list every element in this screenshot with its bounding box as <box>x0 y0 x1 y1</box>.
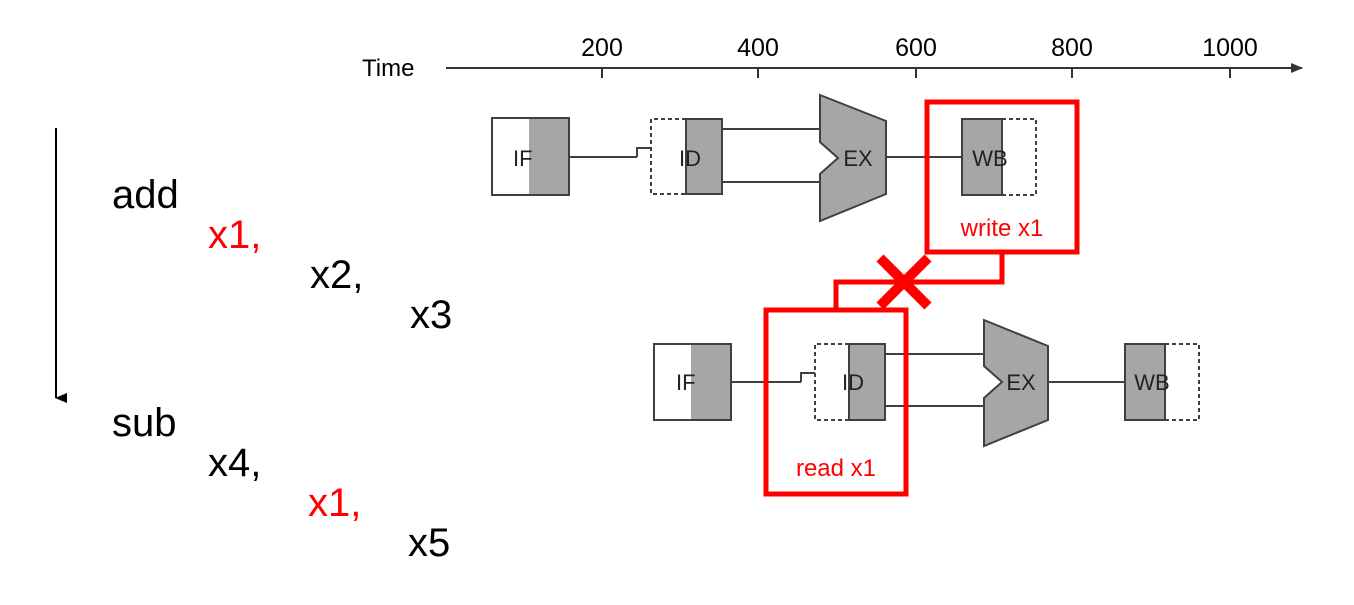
time-tick-label: 600 <box>895 34 937 62</box>
pipe-wire <box>636 147 651 157</box>
pipeline-add: IF ID EX WB <box>491 93 1037 223</box>
operand-add-src2: x3 <box>410 293 453 337</box>
opcode-add: add <box>112 173 179 217</box>
hazard-connector <box>833 252 1005 310</box>
instruction-add: add x1, x2, x3 <box>112 135 452 375</box>
read-label: read x1 <box>796 455 876 482</box>
stage-id: ID <box>650 118 723 195</box>
stage-label: ID <box>679 146 701 171</box>
stage-label: EX <box>1006 370 1036 395</box>
stage-label: ID <box>842 370 864 395</box>
stage-label: WB <box>1134 370 1169 395</box>
time-tick-label: 1000 <box>1202 34 1258 62</box>
opcode-sub: sub <box>112 401 177 445</box>
hazard-annotation: write x1 read x1 <box>763 99 1080 497</box>
time-axis: Time 200 400 600 800 1000 <box>362 34 1303 82</box>
diagram-graphics: Time 200 400 600 800 1000 IF <box>55 34 1303 497</box>
stage-if: IF <box>491 117 570 196</box>
operand-sub-dest: x4, <box>208 441 262 485</box>
operand-add-dest: x1, <box>208 213 262 257</box>
stage-wb: WB <box>961 118 1037 196</box>
pipeline-sub: IF ID EX WB <box>653 318 1200 448</box>
stage-id: ID <box>814 343 886 421</box>
pipe-wire <box>800 372 815 382</box>
stage-label: EX <box>843 146 873 171</box>
stage-ex: EX <box>819 93 887 223</box>
operand-add-src1: x2, <box>310 253 364 297</box>
write-label: write x1 <box>960 215 1044 242</box>
blocked-x-mark <box>876 254 932 310</box>
time-tick-label: 400 <box>737 34 779 62</box>
operand-sub-src2: x5 <box>408 521 451 565</box>
pipeline-hazard-diagram: add x1, x2, x3 sub x4, x1, x5 Time <box>55 34 1303 563</box>
stage-if: IF <box>653 343 732 421</box>
time-tick-label: 800 <box>1051 34 1093 62</box>
stage-label: IF <box>676 370 696 395</box>
stage-wb: WB <box>1124 343 1200 421</box>
time-axis-label: Time <box>362 55 414 82</box>
time-tick-label: 200 <box>581 34 623 62</box>
stage-label: WB <box>972 146 1007 171</box>
stage-label: IF <box>513 146 533 171</box>
stage-ex: EX <box>983 318 1049 448</box>
